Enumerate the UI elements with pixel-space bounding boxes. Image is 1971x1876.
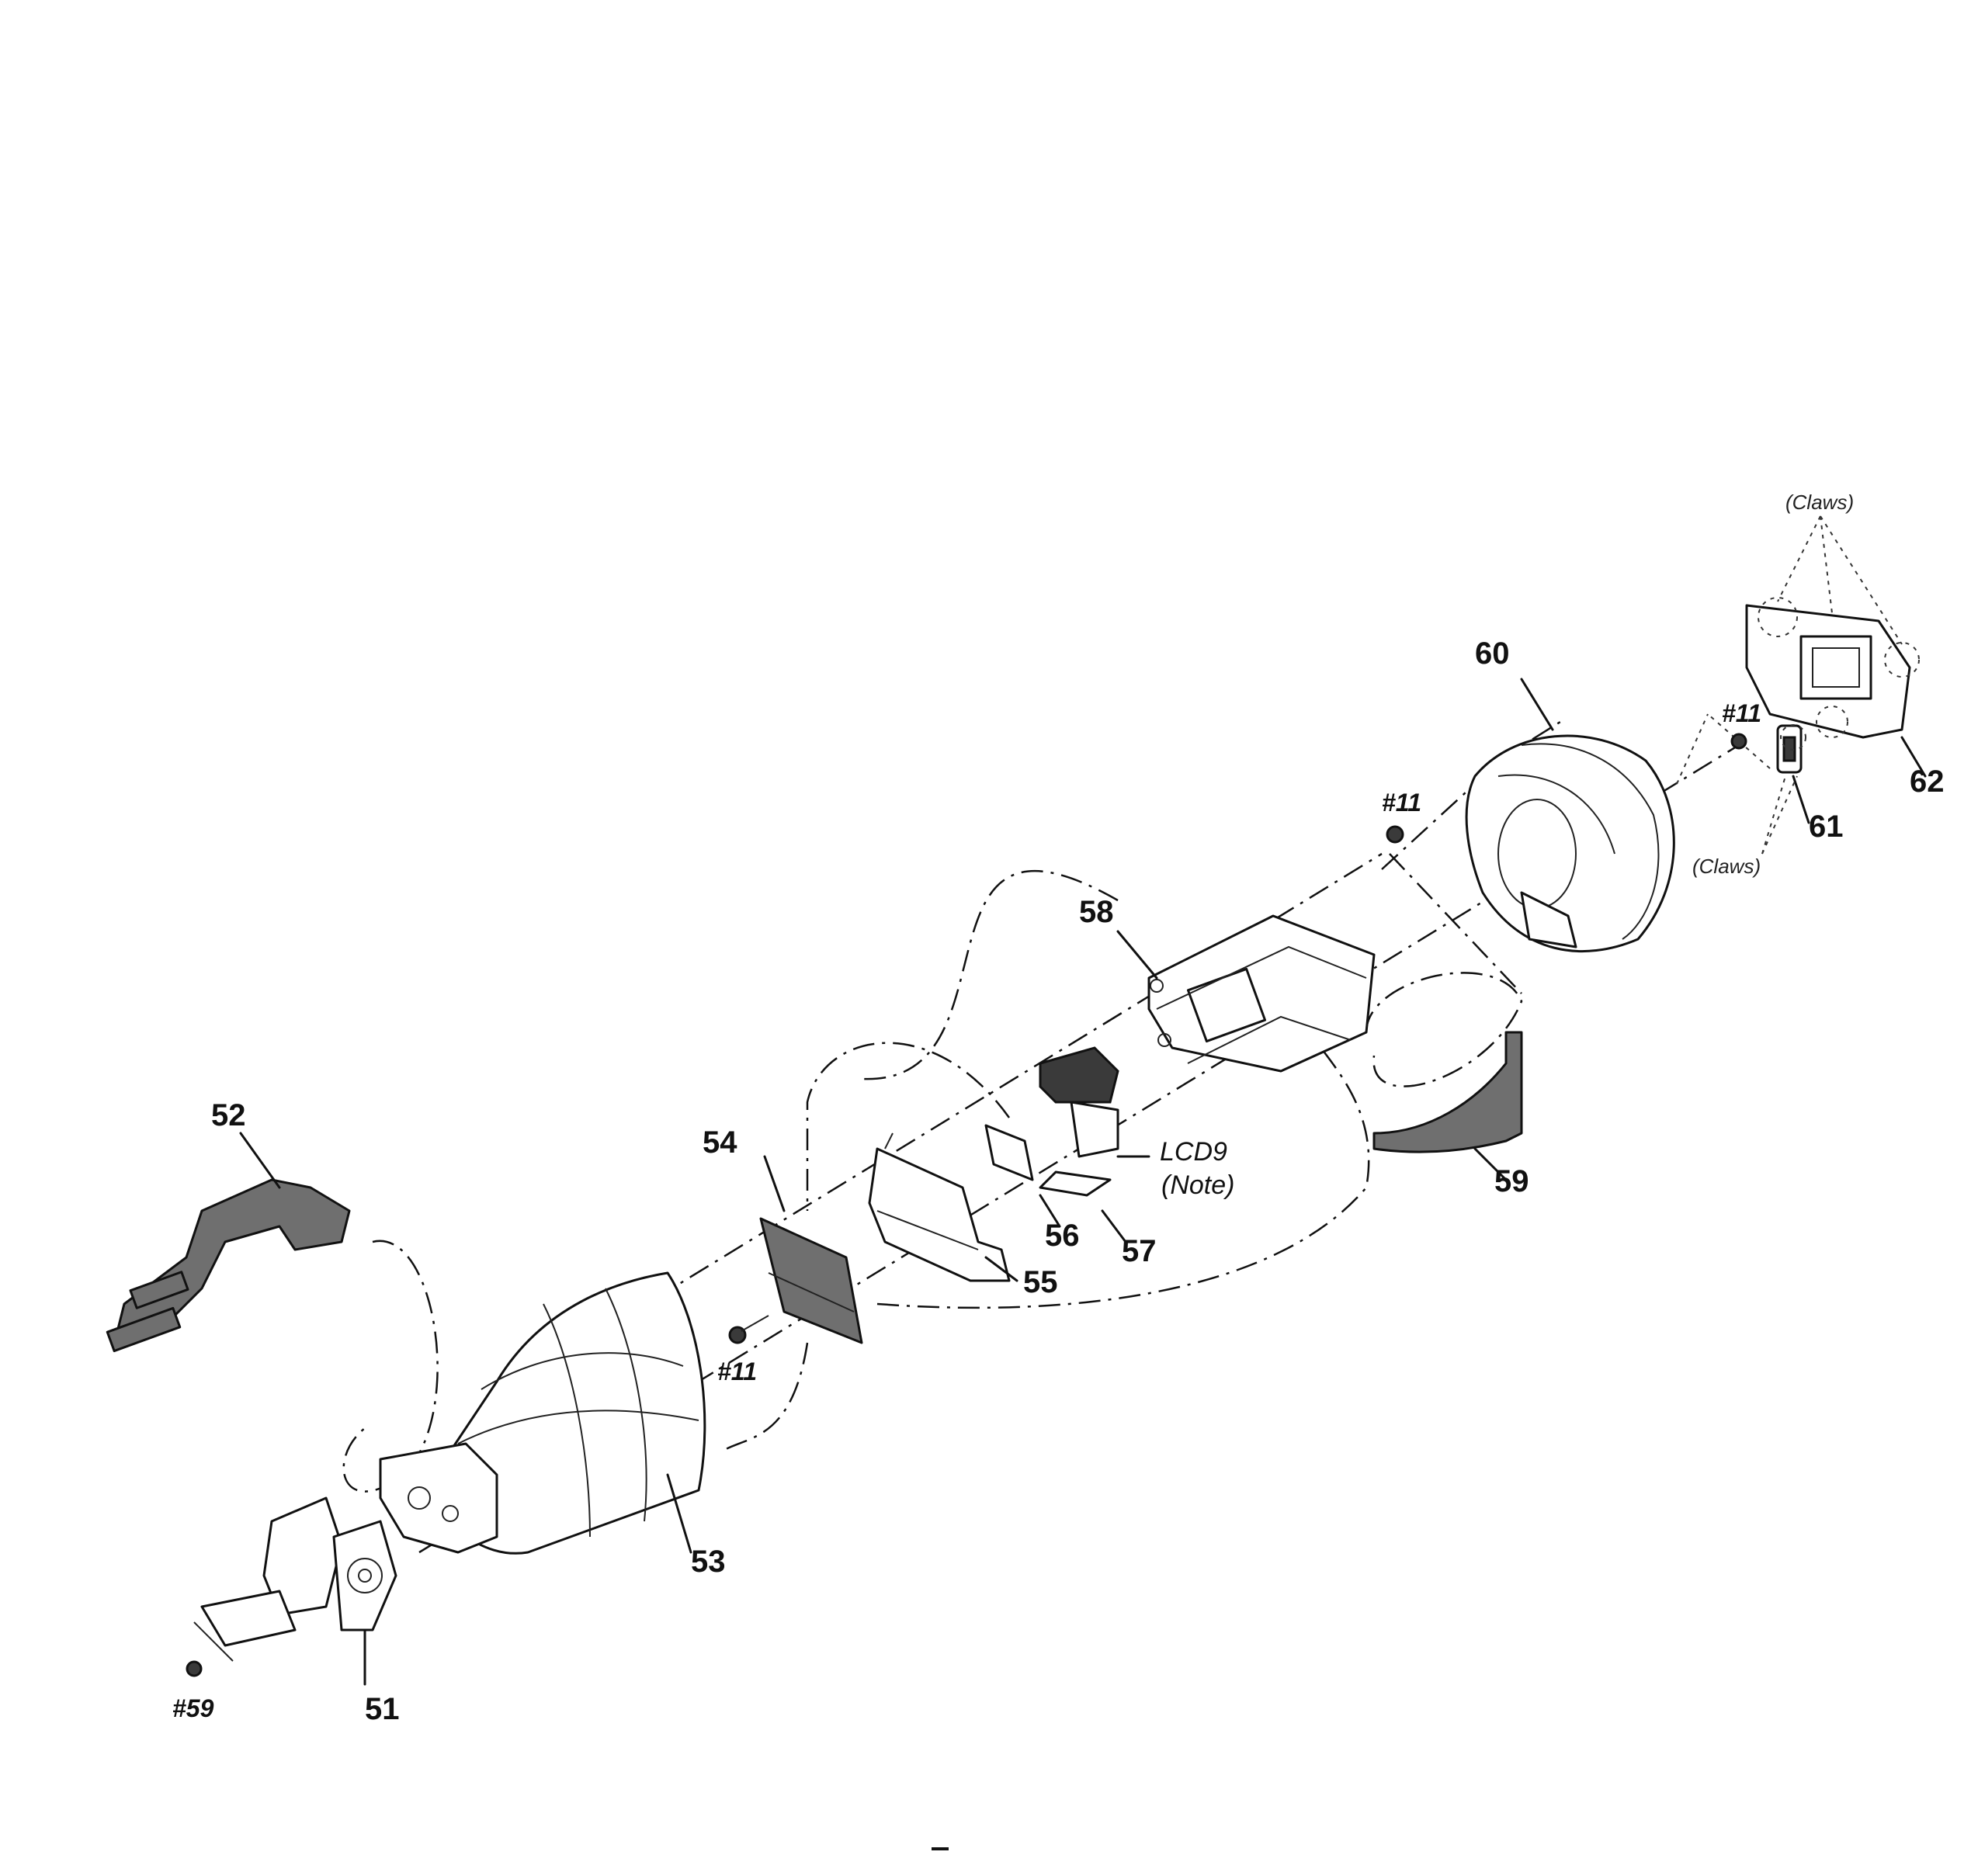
label-60: 60 xyxy=(1475,636,1510,671)
label-62: 62 xyxy=(1910,765,1945,799)
label-56: 56 xyxy=(1045,1219,1080,1253)
screws-11 xyxy=(1386,733,1747,844)
part-61-button xyxy=(1776,724,1803,774)
label-screw-11-center: #11 xyxy=(1382,789,1421,817)
label-claws-bottom: (Claws) xyxy=(1692,855,1761,878)
part-55-bracket xyxy=(868,1132,1011,1282)
label-54: 54 xyxy=(703,1125,737,1160)
part-60-eyepiece-housing xyxy=(1465,734,1675,952)
part-58-finder-frame xyxy=(1147,914,1376,1073)
label-screw-11-left: #11 xyxy=(717,1358,757,1385)
label-58: 58 xyxy=(1079,895,1114,929)
part-lcd9-panel xyxy=(1039,1046,1119,1158)
label-53: 53 xyxy=(691,1545,726,1579)
part-52-flex-cable xyxy=(106,1178,351,1353)
part-51-zoom-unit xyxy=(186,1496,397,1677)
label-screw-59: #59 xyxy=(172,1694,214,1722)
label-52: 52 xyxy=(211,1098,246,1132)
label-lcd9: LCD9 xyxy=(1160,1137,1227,1167)
part-54-ccd-board xyxy=(728,1217,863,1344)
part-labels: 51 52 53 54 55 56 57 58 59 60 61 62 #59 … xyxy=(172,491,1945,1726)
label-51: 51 xyxy=(365,1692,400,1726)
label-note: (Note) xyxy=(1161,1170,1234,1200)
label-61: 61 xyxy=(1809,810,1844,844)
part-57-filter xyxy=(1039,1170,1112,1197)
part-56-gasket xyxy=(984,1124,1034,1181)
label-59: 59 xyxy=(1494,1164,1529,1198)
claws-leader-lines xyxy=(1761,515,1903,855)
label-57: 57 xyxy=(1122,1234,1157,1268)
page-mark xyxy=(932,1847,949,1850)
part-62-eyecup xyxy=(1745,597,1920,751)
part-59-flex-cable xyxy=(1372,1031,1523,1153)
label-55: 55 xyxy=(1023,1265,1058,1299)
label-claws-top: (Claws) xyxy=(1785,491,1854,514)
part-53-lens-housing xyxy=(379,1271,706,1555)
label-screw-11-right: #11 xyxy=(1722,699,1761,727)
leader-lines xyxy=(239,678,1927,1686)
